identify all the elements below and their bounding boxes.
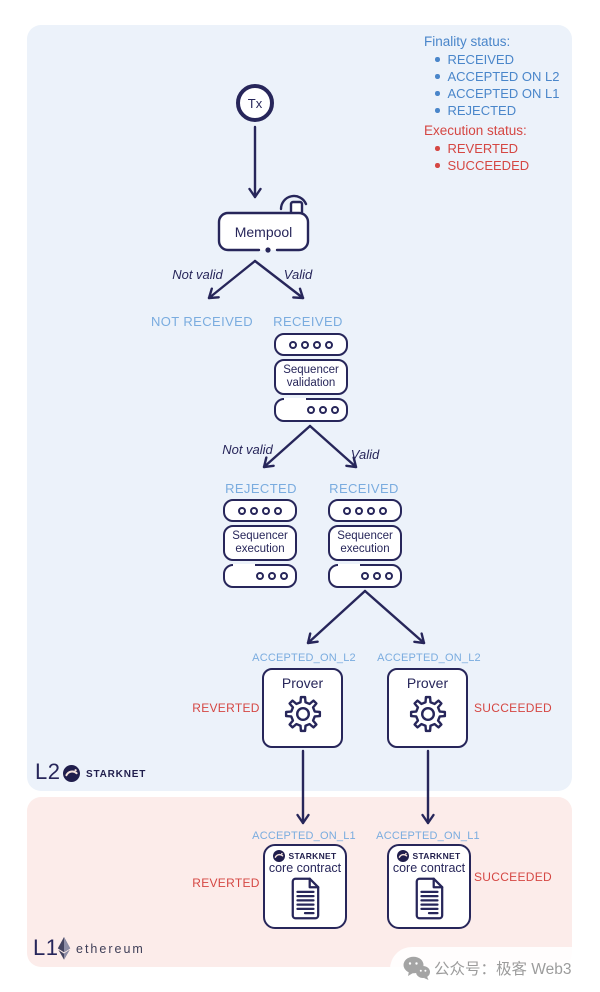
gear-icon bbox=[284, 695, 321, 733]
legend-item-reverted: REVERTED bbox=[424, 140, 584, 157]
starknet-logo-icon bbox=[273, 850, 286, 862]
l2-brand-label: STARKNET bbox=[86, 769, 147, 780]
prover-left-reverted-label: REVERTED bbox=[192, 701, 260, 715]
l2-badge: L2 bbox=[35, 759, 60, 785]
prover-label: Prover bbox=[281, 675, 324, 691]
server-lights-icon bbox=[274, 397, 348, 422]
finality-status-title: Finality status: bbox=[424, 34, 511, 49]
starknet-brand-row: STARKNET bbox=[273, 850, 336, 862]
gear-icon bbox=[409, 695, 446, 733]
core-contract-label: core contract bbox=[392, 861, 466, 875]
bullet-icon bbox=[435, 91, 440, 96]
legend-item-accepted-on-l2: ACCEPTED ON L2 bbox=[424, 68, 584, 85]
legend-item-succeeded: SUCCEEDED bbox=[424, 157, 584, 174]
legend-item-rejected: REJECTED bbox=[424, 102, 584, 119]
bullet-icon bbox=[435, 74, 440, 79]
legend-item-received: RECEIVED bbox=[424, 51, 584, 68]
wechat-icon bbox=[403, 956, 430, 980]
starknet-brand-label: STARKNET bbox=[288, 851, 337, 861]
bullet-icon bbox=[435, 108, 440, 113]
tx-node: Tx bbox=[236, 84, 274, 122]
core-contract-label: core contract bbox=[268, 861, 342, 875]
starknet-logo-icon bbox=[63, 765, 80, 782]
l1-badge: L1 bbox=[33, 935, 58, 961]
server-lights-icon bbox=[274, 333, 348, 356]
contract-document-icon bbox=[291, 877, 320, 920]
bullet-icon bbox=[435, 146, 440, 151]
prover-label: Prover bbox=[406, 675, 449, 691]
status-rejected: REJECTED bbox=[225, 481, 297, 496]
status-received-1: RECEIVED bbox=[273, 314, 343, 329]
core-contract-node-left: STARKNET core contract bbox=[263, 844, 347, 929]
bullet-icon bbox=[435, 57, 440, 62]
starknet-brand-label: STARKNET bbox=[412, 851, 461, 861]
status-received-2: RECEIVED bbox=[329, 481, 399, 496]
prover-node-left: Prover bbox=[262, 668, 343, 748]
core-contract-node-right: STARKNET core contract bbox=[387, 844, 471, 929]
watermark-text: 公众号：极客 Web3 bbox=[434, 961, 572, 978]
bullet-icon bbox=[435, 163, 440, 168]
prover-right-succeeded-label: SUCCEEDED bbox=[473, 701, 553, 715]
ethereum-logo-icon bbox=[57, 937, 71, 960]
legend-item-accepted-on-l1: ACCEPTED ON L1 bbox=[424, 85, 584, 102]
status-accepted-on-l1-right: ACCEPTED_ON_L1 bbox=[376, 830, 480, 842]
server-lights-icon bbox=[328, 563, 402, 588]
mempool-node-label: Mempool bbox=[234, 223, 293, 240]
branch2-not-valid-label: Not valid bbox=[222, 442, 273, 457]
branch2-valid-label: Valid bbox=[350, 447, 380, 462]
branch1-not-valid-label: Not valid bbox=[172, 267, 223, 282]
server-lights-icon bbox=[223, 499, 297, 522]
status-accepted-on-l2-right: ACCEPTED_ON_L2 bbox=[377, 652, 481, 664]
status-legend: Finality status: RECEIVED ACCEPTED ON L2… bbox=[424, 33, 584, 174]
server-lights-icon bbox=[223, 563, 297, 588]
status-accepted-on-l2-left: ACCEPTED_ON_L2 bbox=[252, 652, 356, 664]
execution-status-title: Execution status: bbox=[424, 123, 527, 138]
l1-left-reverted-label: REVERTED bbox=[192, 876, 260, 890]
contract-document-icon bbox=[415, 877, 444, 920]
status-accepted-on-l1-left: ACCEPTED_ON_L1 bbox=[252, 830, 356, 842]
l1-brand-label: ethereum bbox=[76, 942, 145, 956]
prover-node-right: Prover bbox=[387, 668, 468, 748]
status-not-received: NOT RECEIVED bbox=[150, 314, 254, 329]
l2-layer-label: L2 bbox=[35, 759, 61, 784]
branch1-valid-label: Valid bbox=[283, 267, 313, 282]
l1-layer-label: L1 bbox=[33, 935, 59, 960]
starknet-brand-row: STARKNET bbox=[397, 850, 460, 862]
server-lights-icon bbox=[328, 499, 402, 522]
starknet-logo-icon bbox=[397, 850, 410, 862]
l1-right-succeeded-label: SUCCEEDED bbox=[473, 870, 553, 884]
